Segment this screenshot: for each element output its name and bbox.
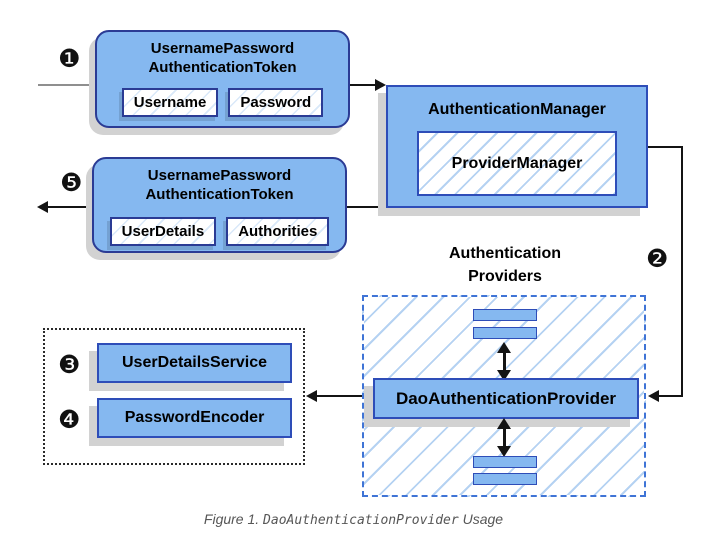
- request-line-right: [349, 84, 376, 86]
- double-arrow-top-down-icon: [497, 370, 511, 381]
- request-line-left: [38, 84, 96, 86]
- token-result-title-line1: UsernamePassword: [147, 167, 292, 184]
- token-request-title-line1: UsernamePassword: [150, 40, 295, 57]
- step-3-badge-icon: ❸: [58, 350, 81, 379]
- token-request-title-line2: AuthenticationToken: [148, 59, 297, 76]
- provider-stack-bar-icon: [473, 309, 537, 321]
- token-result-title-line2: AuthenticationToken: [145, 186, 294, 203]
- arrowhead-into-dao-provider-icon: [648, 390, 659, 402]
- figure-caption-suffix: Usage: [458, 511, 504, 527]
- double-arrow-bottom-down-icon: [497, 446, 511, 457]
- arrowhead-result-left-icon: [37, 201, 48, 213]
- figure-caption-code: DaoAuthenticationProvider: [263, 513, 459, 528]
- elbow-line-top: [646, 146, 683, 148]
- token-result-title: UsernamePassword AuthenticationToken: [94, 166, 345, 204]
- double-arrow-bottom-up-icon: [497, 418, 511, 429]
- authentication-providers-label-line2: Providers: [468, 268, 542, 285]
- elbow-line-vertical: [681, 146, 683, 397]
- double-arrow-top-up-icon: [497, 342, 511, 353]
- authorities-field-box: Authorities: [226, 217, 330, 246]
- dao-authentication-provider-node: DaoAuthenticationProvider: [373, 378, 639, 419]
- double-arrow-top-line: [503, 351, 506, 373]
- authentication-providers-label-line1: Authentication: [449, 245, 561, 262]
- authentication-manager-label: AuthenticationManager: [428, 101, 606, 118]
- password-encoder-node: PasswordEncoder: [97, 398, 292, 438]
- token-request-fields: Username Password: [97, 88, 348, 117]
- provider-stack-bar-icon: [473, 327, 537, 339]
- double-arrow-bottom-line: [503, 427, 506, 449]
- user-details-service-node: UserDetailsService: [97, 343, 292, 383]
- username-field-box: Username: [121, 88, 219, 117]
- step-4-badge-icon: ❹: [58, 405, 81, 434]
- authentication-providers-label: Authentication Providers: [415, 242, 595, 288]
- dao-to-services-line: [313, 395, 363, 397]
- token-result-fields: UserDetails Authorities: [94, 217, 345, 246]
- figure-caption-prefix: Figure 1.: [203, 511, 264, 527]
- token-request-title: UsernamePassword AuthenticationToken: [97, 39, 348, 77]
- arrowhead-into-services-icon: [306, 390, 317, 402]
- provider-stack-bar-icon: [473, 456, 537, 468]
- authentication-manager-node: AuthenticationManager ProviderManager: [386, 85, 648, 208]
- step-2-badge-icon: ❷: [646, 244, 669, 273]
- step-5-badge-icon: ❺: [60, 168, 83, 197]
- password-field-box: Password: [228, 88, 324, 117]
- provider-stack-bar-icon: [473, 473, 537, 485]
- elbow-line-bottom: [658, 395, 683, 397]
- provider-manager-node: ProviderManager: [417, 131, 617, 196]
- user-details-field-box: UserDetails: [109, 217, 217, 246]
- step-1-badge-icon: ❶: [58, 44, 81, 73]
- figure-caption: Figure 1. DaoAuthenticationProvider Usag…: [0, 511, 707, 528]
- arrowhead-into-authentication-manager-icon: [375, 79, 386, 91]
- username-password-token-request-node: UsernamePassword AuthenticationToken Use…: [95, 30, 350, 128]
- username-password-token-result-node: UsernamePassword AuthenticationToken Use…: [92, 157, 347, 253]
